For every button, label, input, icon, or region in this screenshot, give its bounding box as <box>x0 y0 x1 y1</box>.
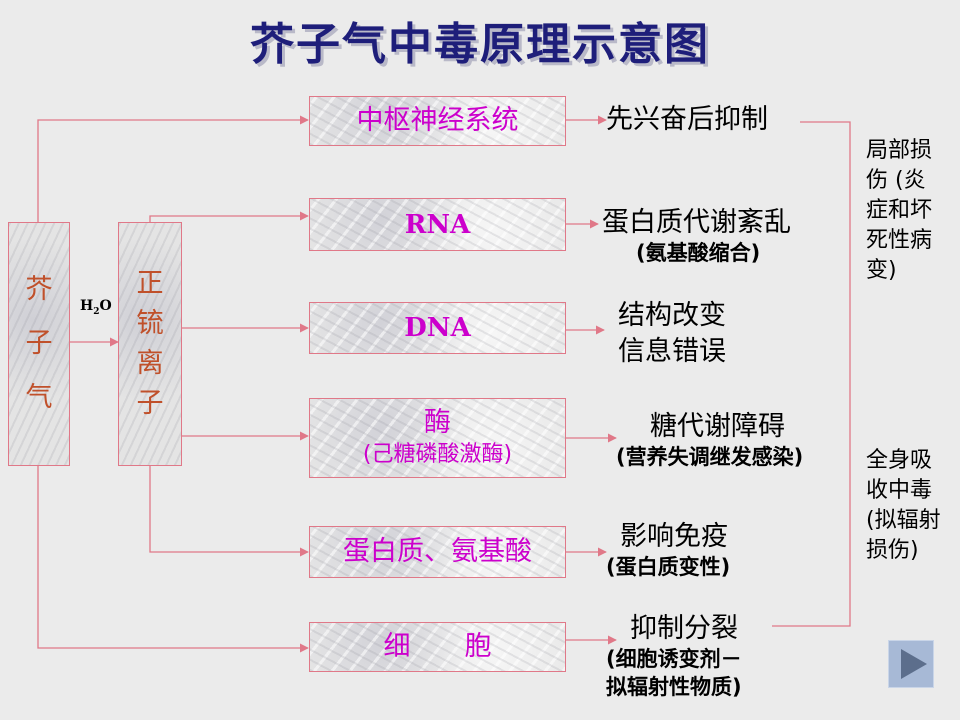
mustard-gas-char: 芥 <box>25 274 53 305</box>
outcome-line: 变) <box>866 258 897 283</box>
target-label: 蛋白质、氨基酸 <box>343 536 532 567</box>
outcome-line: 全身吸 <box>866 448 933 473</box>
mustard-gas-box: 芥 子 气 <box>8 222 70 466</box>
effect-text: 抑制分裂 <box>630 613 738 644</box>
effect-cell: 抑制分裂 (细胞诱变剂－ 拟辐射性物质) <box>606 612 742 701</box>
effect-text: 蛋白质代谢紊乱 <box>602 207 791 238</box>
effect-text: 结构改变 <box>618 300 726 331</box>
target-box-protein: 蛋白质、氨基酸 <box>309 526 566 578</box>
effect-dna: 结构改变 信息错误 <box>618 298 726 370</box>
target-label: 细 胞 <box>383 631 492 662</box>
outcome-line: 死性病 <box>866 228 933 253</box>
target-label: 酶 <box>424 407 451 438</box>
target-label: RNA <box>404 209 471 240</box>
h2o-label: H2O <box>80 298 112 317</box>
target-box-cell: 细 胞 <box>309 622 566 672</box>
outcome-systemic: 全身吸 收中毒 (拟辐射 损伤) <box>866 446 941 566</box>
page-title: 芥子气中毒原理示意图 <box>250 19 710 70</box>
effect-text: 先兴奋后抑制 <box>606 104 768 135</box>
effect-subtext: (蛋白质变性) <box>606 555 731 579</box>
target-box-rna: RNA <box>309 198 566 251</box>
sulfonium-ion-char: 离 <box>136 348 164 379</box>
effect-subtext: 拟辐射性物质) <box>606 675 742 699</box>
effect-protein: 影响免疫 (蛋白质变性) <box>606 520 730 581</box>
next-slide-button[interactable] <box>888 640 934 688</box>
outcome-line: 症和坏 <box>866 198 933 223</box>
outcome-line: 损伤) <box>866 538 919 563</box>
mustard-gas-char: 子 <box>25 328 53 359</box>
effect-text: 信息错误 <box>618 336 726 367</box>
effect-cns: 先兴奋后抑制 <box>606 103 768 136</box>
effect-subtext: (细胞诱变剂－ <box>606 647 742 671</box>
outcome-line: 伤 (炎 <box>866 168 926 193</box>
target-sublabel: (己糖磷酸激酶) <box>362 442 513 467</box>
effect-subtext: (氨基酸缩合) <box>636 241 761 265</box>
target-label: DNA <box>404 313 471 343</box>
target-box-dna: DNA <box>309 302 566 354</box>
effect-subtext: (营养失调继发感染) <box>616 445 804 469</box>
target-box-cns: 中枢神经系统 <box>309 96 566 146</box>
target-box-enzyme: 酶 (己糖磷酸激酶) <box>309 398 566 478</box>
sulfonium-ion-char: 子 <box>136 388 164 419</box>
target-label: 中枢神经系统 <box>356 105 519 136</box>
mustard-gas-char: 气 <box>25 382 53 413</box>
outcome-line: 收中毒 <box>866 478 933 503</box>
sulfonium-ion-char: 正 <box>136 268 164 299</box>
effect-rna: 蛋白质代谢紊乱 (氨基酸缩合) <box>602 206 791 267</box>
outcome-local: 局部损 伤 (炎 症和坏 死性病 变) <box>866 136 932 286</box>
effect-text: 影响免疫 <box>620 521 728 552</box>
sulfonium-ion-char: 锍 <box>136 308 164 339</box>
effect-text: 糖代谢障碍 <box>650 411 785 442</box>
play-triangle-icon <box>901 649 927 679</box>
sulfonium-ion-box: 正 锍 离 子 <box>118 222 182 466</box>
outcome-line: 局部损 <box>866 138 933 163</box>
outcome-line: (拟辐射 <box>866 508 941 533</box>
effect-enzyme: 糖代谢障碍 (营养失调继发感染) <box>616 410 803 471</box>
